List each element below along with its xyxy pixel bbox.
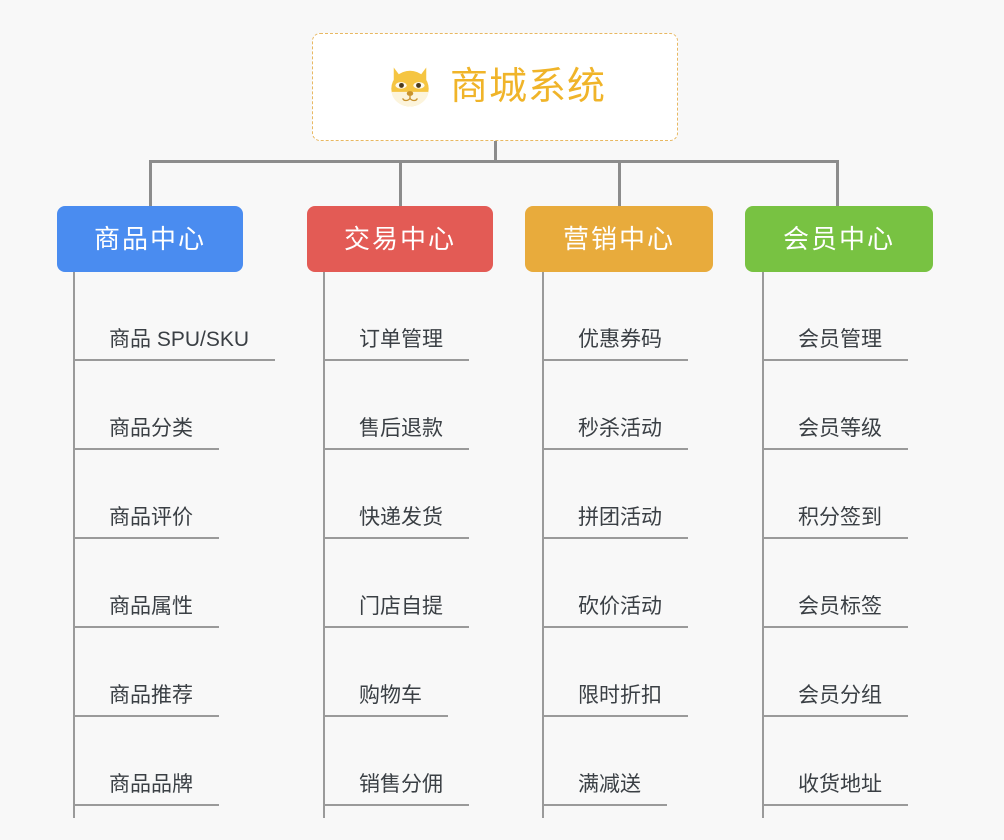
connector-bus <box>149 160 839 163</box>
list-item[interactable]: 商品品牌 <box>73 717 275 806</box>
leaf-label: 商品属性 <box>73 596 219 628</box>
leaf-label: 购物车 <box>323 685 448 717</box>
list-item[interactable]: 砍价活动 <box>542 539 688 628</box>
leaf-label: 商品 SPU/SKU <box>73 329 276 361</box>
leaf-label: 会员标签 <box>762 596 908 628</box>
leaf-label: 秒杀活动 <box>542 418 688 450</box>
category-box-marketing-center[interactable]: 营销中心 <box>525 206 713 272</box>
list-item[interactable]: 快递发货 <box>323 450 469 539</box>
leaf-spine <box>762 272 764 818</box>
list-item[interactable]: 秒杀活动 <box>542 361 688 450</box>
connector-drop-2 <box>399 160 402 206</box>
leaf-column-product-center: 商品 SPU/SKU 商品分类 商品评价 商品属性 商品推荐 商品品牌 <box>73 272 276 818</box>
category-box-trade-center[interactable]: 交易中心 <box>307 206 493 272</box>
category-label: 会员中心 <box>782 224 895 254</box>
list-item[interactable]: 会员管理 <box>762 272 908 361</box>
leaf-spine <box>73 272 75 818</box>
leaf-label: 快递发货 <box>323 507 469 539</box>
leaf-label: 商品品牌 <box>73 774 219 806</box>
leaf-spine <box>323 272 325 818</box>
list-item[interactable]: 限时折扣 <box>542 628 688 717</box>
leaf-label: 商品评价 <box>73 507 219 539</box>
list-item[interactable]: 销售分佣 <box>323 717 469 806</box>
leaf-column-member-center: 会员管理 会员等级 积分签到 会员标签 会员分组 收货地址 <box>762 272 908 818</box>
leaf-label: 售后退款 <box>323 418 469 450</box>
list-item[interactable]: 商品评价 <box>73 450 275 539</box>
leaf-label: 积分签到 <box>762 507 908 539</box>
leaf-label: 收货地址 <box>762 774 908 806</box>
dog-face-icon <box>391 67 429 107</box>
list-item[interactable]: 会员分组 <box>762 628 908 717</box>
leaf-label: 商品分类 <box>73 418 219 450</box>
leaf-label: 订单管理 <box>323 329 469 361</box>
root-title: 商城系统 <box>449 66 606 108</box>
leaf-label: 商品推荐 <box>73 685 219 717</box>
list-item[interactable]: 会员标签 <box>762 539 908 628</box>
leaf-column-trade-center: 订单管理 售后退款 快递发货 门店自提 购物车 销售分佣 <box>323 272 469 818</box>
connector-drop-4 <box>836 160 839 206</box>
list-item[interactable]: 会员等级 <box>762 361 908 450</box>
list-item[interactable]: 优惠券码 <box>542 272 688 361</box>
category-label: 商品中心 <box>93 224 206 254</box>
list-item[interactable]: 拼团活动 <box>542 450 688 539</box>
category-box-member-center[interactable]: 会员中心 <box>745 206 933 272</box>
connector-drop-3 <box>618 160 621 206</box>
leaf-label: 会员管理 <box>762 329 908 361</box>
list-item[interactable]: 门店自提 <box>323 539 469 628</box>
leaf-label: 优惠券码 <box>542 329 688 361</box>
list-item[interactable]: 购物车 <box>323 628 469 717</box>
list-item[interactable]: 收货地址 <box>762 717 908 806</box>
list-item[interactable]: 售后退款 <box>323 361 469 450</box>
leaf-label: 拼团活动 <box>542 507 688 539</box>
category-box-product-center[interactable]: 商品中心 <box>57 206 243 272</box>
connector-drop-1 <box>149 160 152 206</box>
list-item[interactable]: 满减送 <box>542 717 688 806</box>
connector-root-stem <box>494 141 497 162</box>
category-label: 营销中心 <box>562 224 675 254</box>
list-item[interactable]: 商品 SPU/SKU <box>73 272 276 361</box>
category-label: 交易中心 <box>343 224 456 254</box>
list-item[interactable]: 商品分类 <box>73 361 275 450</box>
leaf-label: 限时折扣 <box>542 685 688 717</box>
leaf-column-marketing-center: 优惠券码 秒杀活动 拼团活动 砍价活动 限时折扣 满减送 <box>542 272 688 818</box>
leaf-label: 会员分组 <box>762 685 908 717</box>
leaf-label: 砍价活动 <box>542 596 688 628</box>
list-item[interactable]: 商品属性 <box>73 539 275 628</box>
leaf-spine <box>542 272 544 818</box>
list-item[interactable]: 订单管理 <box>323 272 469 361</box>
leaf-label: 销售分佣 <box>323 774 469 806</box>
list-item[interactable]: 积分签到 <box>762 450 908 539</box>
root-node[interactable]: 商城系统 <box>312 33 678 141</box>
leaf-label: 会员等级 <box>762 418 908 450</box>
list-item[interactable]: 商品推荐 <box>73 628 275 717</box>
leaf-label: 门店自提 <box>323 596 469 628</box>
leaf-label: 满减送 <box>542 774 667 806</box>
